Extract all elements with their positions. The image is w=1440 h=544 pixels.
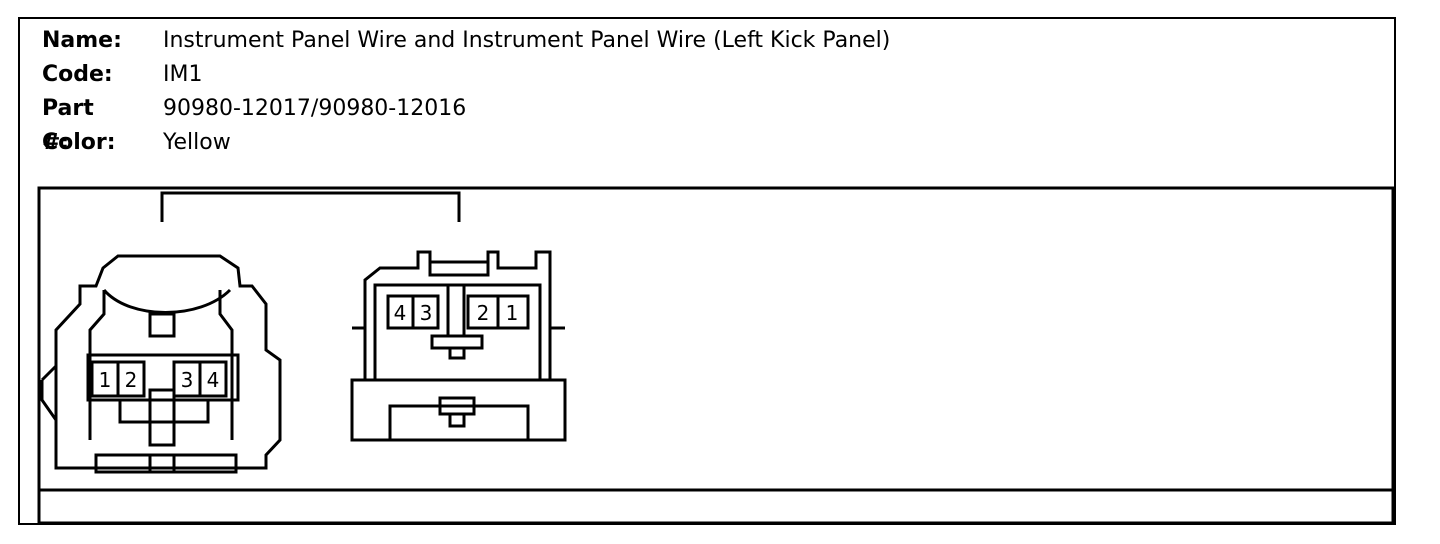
connector-diagram: 1 2 3 4 4 3 2 1	[37, 186, 1395, 525]
right-pin-3: 3	[420, 301, 433, 325]
right-pin-2: 2	[477, 301, 490, 325]
left-connector	[40, 254, 282, 474]
left-pin-1: 1	[99, 368, 112, 392]
right-connector	[350, 250, 567, 442]
right-pin-1: 1	[506, 301, 519, 325]
code-value: IM1	[163, 62, 203, 87]
color-value: Yellow	[163, 130, 231, 155]
part-value: 90980-12017/90980-12016	[163, 96, 467, 121]
right-pin-4: 4	[394, 301, 407, 325]
left-pin-2: 2	[125, 368, 138, 392]
name-label: Name:	[42, 28, 122, 53]
diagram-box	[37, 186, 1395, 525]
code-label: Code:	[42, 62, 113, 87]
mating-bracket	[160, 191, 461, 222]
left-pin-3: 3	[181, 368, 194, 392]
name-value: Instrument Panel Wire and Instrument Pan…	[163, 28, 891, 53]
part-label: Part #:	[42, 96, 94, 155]
left-pin-4: 4	[207, 368, 220, 392]
color-label: Color:	[42, 130, 116, 155]
